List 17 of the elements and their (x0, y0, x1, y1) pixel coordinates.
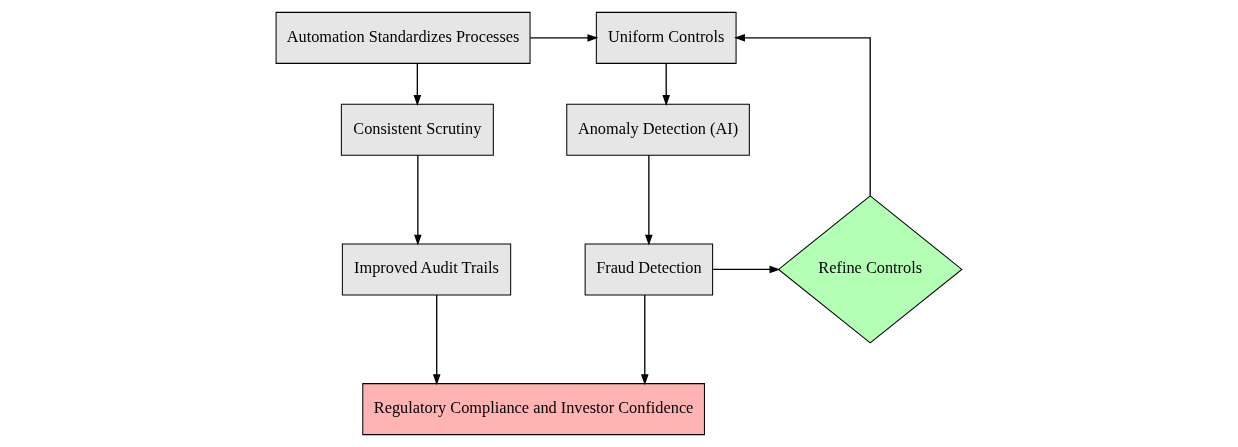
arrow (432, 294, 441, 386)
arrow (645, 154, 653, 246)
node-box: Fraud Detection (584, 243, 714, 296)
arrow (641, 294, 649, 386)
node-box: Uniform Controls (595, 11, 737, 64)
arrow (734, 34, 871, 197)
node-diamond: Refine Controls (777, 195, 963, 344)
node-box: Improved Audit Trails (341, 243, 512, 296)
arrow (413, 62, 422, 106)
node-box: Consistent Scrutiny (340, 103, 494, 156)
node-box: Anomaly Detection (AI) (566, 103, 750, 156)
node-box: Regulatory Compliance and Investor Confidence (362, 383, 705, 436)
node-box: Automation Standardizes Processes (275, 11, 531, 64)
arrow (414, 154, 422, 246)
arrow (712, 265, 781, 274)
arrow (662, 62, 670, 106)
arrow (529, 34, 599, 42)
